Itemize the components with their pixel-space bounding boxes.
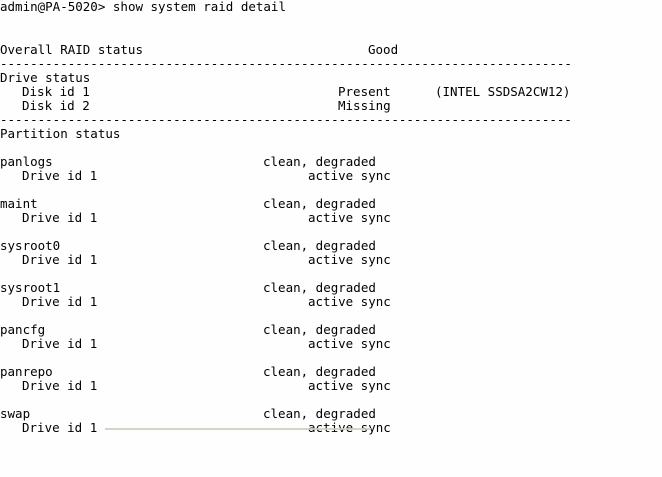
partition-row: maint clean, degraded (0, 197, 662, 211)
disk-model: (INTEL SSDSA2CW12) (435, 84, 571, 99)
partition-drive-label: Drive id 1 (22, 336, 98, 351)
partition-status: clean, degraded (263, 196, 376, 211)
partition-drive-row: Drive id 1 active sync (0, 337, 662, 351)
partition-drive-label: Drive id 1 (22, 294, 98, 309)
partition-drive-status: active sync (308, 210, 391, 225)
separator-rule-2: ----------------------------------------… (0, 113, 572, 127)
partition-row: sysroot1 clean, degraded (0, 281, 662, 295)
blank-line (0, 309, 662, 323)
disk-status: Missing (338, 98, 391, 113)
shell-prompt: admin@PA-5020> show system raid detail (0, 0, 286, 14)
overall-raid-status-row: Overall RAID status Good (0, 43, 662, 57)
partition-drive-status: active sync (308, 336, 391, 351)
blank-line (0, 15, 662, 29)
partition-drive-row: Drive id 1 active sync (0, 211, 662, 225)
command-text: show system raid detail (112, 0, 286, 14)
partition-drive-row: Drive id 1 active sync (0, 295, 662, 309)
partition-name: panlogs (0, 154, 53, 169)
partition-row: swap clean, degraded (0, 407, 662, 421)
partition-status: clean, degraded (263, 322, 376, 337)
blank-line (0, 225, 662, 239)
blank-line (0, 141, 662, 155)
partition-name: maint (0, 196, 38, 211)
disk-status: Present (338, 84, 391, 99)
disk-row: Disk id 2 Missing (0, 99, 662, 113)
partition-row: panrepo clean, degraded (0, 365, 662, 379)
disk-label: Disk id 2 (22, 98, 90, 113)
partition-status-heading-label: Partition status (0, 126, 121, 141)
blank-line (0, 183, 662, 197)
partition-name: pancfg (0, 322, 46, 337)
partition-drive-label: Drive id 1 (22, 168, 98, 183)
partition-drive-status: active sync (308, 294, 391, 309)
overall-raid-status-value: Good (368, 42, 399, 57)
blank-line (0, 29, 662, 43)
partition-drive-status: active sync (308, 252, 391, 267)
drive-status-heading: Drive status (0, 71, 662, 85)
partition-drive-row: Drive id 1 active sync (0, 421, 662, 435)
partition-row: sysroot0 clean, degraded (0, 239, 662, 253)
partition-status: clean, degraded (263, 364, 376, 379)
separator-rule-1: ----------------------------------------… (0, 57, 572, 71)
partition-drive-label: Drive id 1 (22, 210, 98, 225)
drive-status-heading-label: Drive status (0, 70, 91, 85)
terminal-output[interactable]: admin@PA-5020> show system raid detail O… (0, 0, 662, 435)
partition-drive-status: active sync (308, 168, 391, 183)
partition-status: clean, degraded (263, 280, 376, 295)
partition-name: sysroot1 (0, 280, 61, 295)
partition-row: panlogs clean, degraded (0, 155, 662, 169)
partition-name: sysroot0 (0, 238, 61, 253)
blank-line (0, 351, 662, 365)
partition-drive-label: Drive id 1 (22, 378, 98, 393)
partition-drive-row: Drive id 1 active sync (0, 379, 662, 393)
partition-row: pancfg clean, degraded (0, 323, 662, 337)
partition-status: clean, degraded (263, 406, 376, 421)
partition-drive-status: active sync (308, 420, 391, 435)
prompt-text: admin@PA-5020> (0, 0, 106, 14)
disk-label: Disk id 1 (22, 84, 90, 99)
blank-line (0, 267, 662, 281)
partition-status: clean, degraded (263, 238, 376, 253)
overall-raid-status-label: Overall RAID status (0, 42, 143, 57)
partition-status: clean, degraded (263, 154, 376, 169)
partition-name: panrepo (0, 364, 53, 379)
partition-drive-status: active sync (308, 378, 391, 393)
partition-name: swap (0, 406, 31, 421)
prompt-line: admin@PA-5020> show system raid detail (0, 0, 662, 15)
disk-row: Disk id 1 Present (INTEL SSDSA2CW12) (0, 85, 662, 99)
partition-drive-row: Drive id 1 active sync (0, 169, 662, 183)
page-fold-artifact (105, 428, 371, 430)
partition-drive-label: Drive id 1 (22, 420, 98, 435)
partition-drive-label: Drive id 1 (22, 252, 98, 267)
blank-line (0, 393, 662, 407)
partition-drive-row: Drive id 1 active sync (0, 253, 662, 267)
partition-status-heading: Partition status (0, 127, 662, 141)
